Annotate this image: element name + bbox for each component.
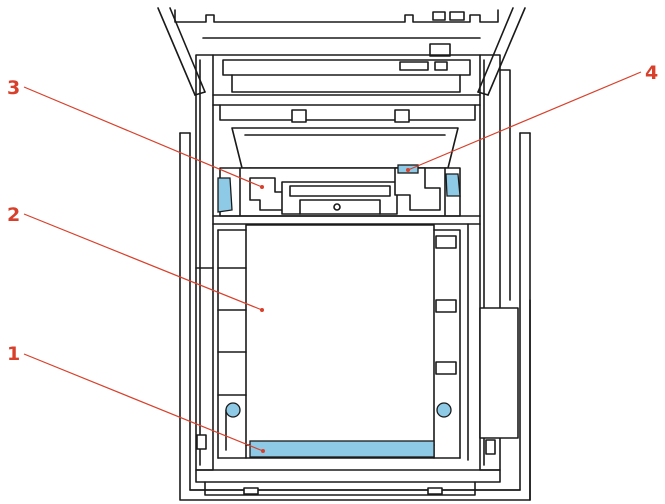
right-cartridge-lever-highlight (445, 173, 461, 197)
callout-4-leader (407, 71, 642, 171)
belt-handle-highlight (249, 440, 435, 458)
callout-2-dot (260, 308, 264, 312)
callout-3-leader (23, 86, 263, 188)
callout-1-leader (23, 353, 264, 452)
transfer-belt (217, 223, 469, 461)
printer-body (179, 54, 531, 501)
left-belt-lock-highlight (225, 402, 241, 418)
right-belt-lock-highlight (436, 402, 452, 418)
callout-numbers: 1 2 3 4 (7, 62, 658, 365)
callout-leaders (23, 71, 642, 453)
left-cartridge-lever-highlight (217, 177, 233, 213)
callout-3-number: 3 (7, 77, 20, 99)
callout-1-number: 1 (7, 343, 20, 365)
callout-2-number: 2 (7, 204, 20, 226)
drum-assembly (212, 167, 481, 225)
upper-frame (212, 54, 481, 176)
highlighted-parts (217, 164, 461, 458)
callout-1-dot (261, 449, 265, 453)
callout-2-leader (23, 213, 263, 311)
callout-4-number: 4 (645, 62, 658, 84)
callout-3-dot (260, 185, 264, 189)
callout-4-dot (406, 168, 410, 172)
